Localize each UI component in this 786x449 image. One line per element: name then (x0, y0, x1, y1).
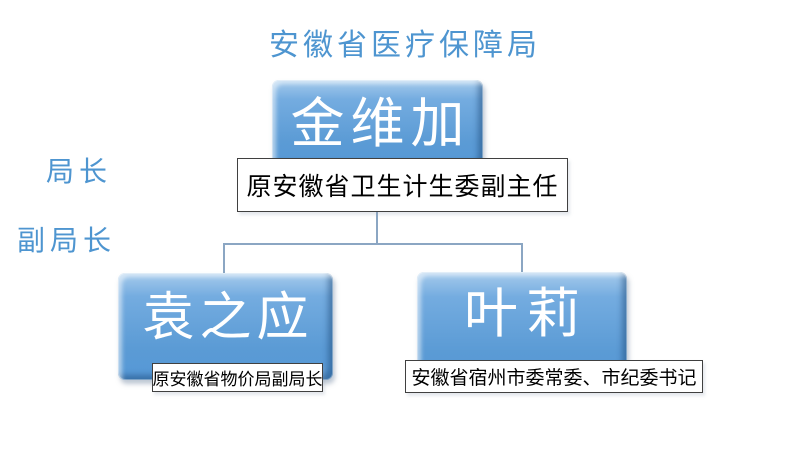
label-director: 局长 (46, 155, 113, 188)
org-node-child-left: 袁之应 (118, 273, 333, 380)
org-node-root: 金维加 (272, 80, 483, 168)
connector-right-drop (521, 243, 523, 274)
org-node-root-description: 原安徽省卫生计生委副主任 (237, 158, 568, 212)
connector-root-stem (376, 212, 378, 244)
org-node-child-left-name: 袁之应 (142, 287, 314, 348)
page-title: 安徽省医疗保障局 (269, 28, 541, 63)
org-node-child-right-description: 安徽省宿州市委常委、市纪委书记 (405, 360, 703, 393)
connector-left-drop (223, 243, 225, 275)
org-node-child-right-name: 叶莉 (464, 281, 588, 345)
org-node-child-left-description: 原安徽省物价局副局长 (152, 363, 323, 392)
org-node-root-name: 金维加 (290, 92, 471, 155)
connector-branch-bar (223, 243, 523, 245)
label-deputy-director: 副局长 (17, 224, 117, 257)
